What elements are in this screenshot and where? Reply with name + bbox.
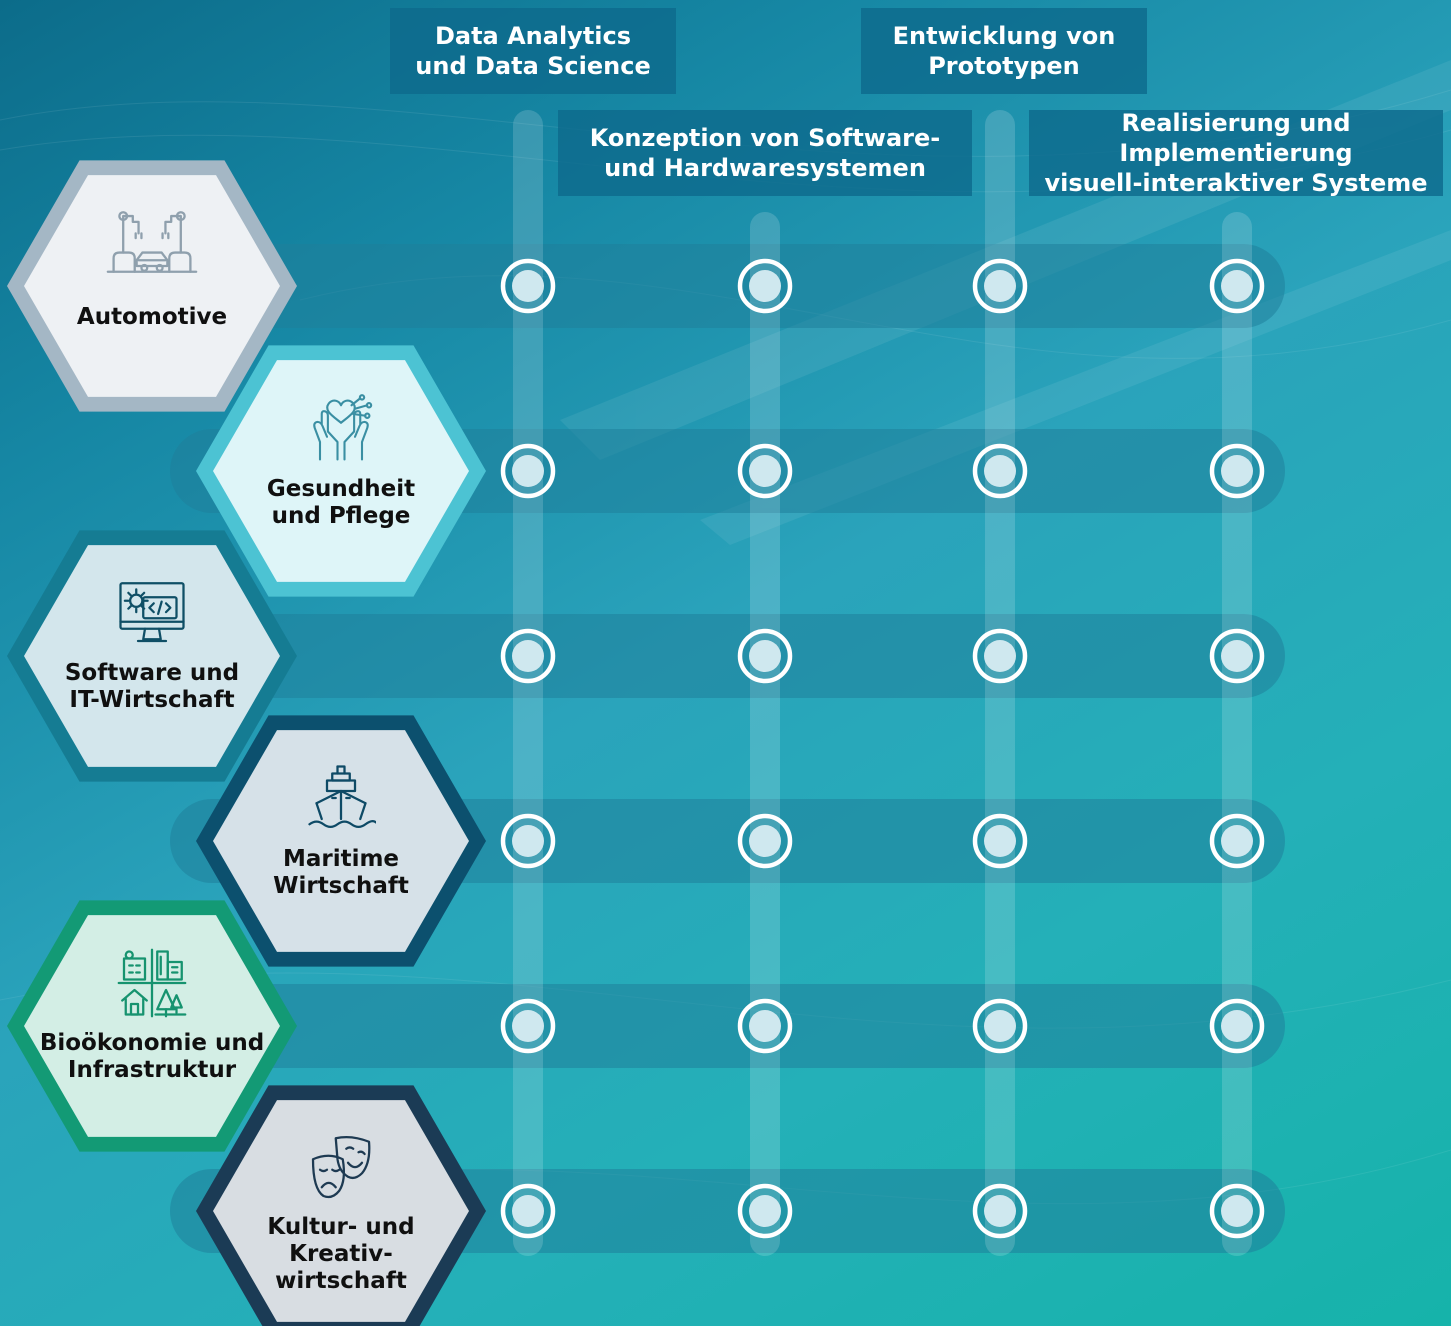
column-header-1: Data Analytics und Data Science — [390, 8, 676, 94]
matrix-node — [1209, 1183, 1265, 1239]
matrix-node — [1209, 443, 1265, 499]
matrix-node — [737, 258, 793, 314]
matrix-node — [500, 628, 556, 684]
industry-hexagon-1 — [7, 160, 297, 412]
matrix-node — [737, 813, 793, 869]
industry-hexagon-5 — [7, 900, 297, 1152]
competence-pillar-4 — [1222, 212, 1252, 1256]
column-header-2: Konzeption von Software- und Hardwaresys… — [558, 110, 972, 196]
industry-label-maritime: Maritime Wirtschaft — [273, 846, 409, 899]
matrix-node — [972, 258, 1028, 314]
industry-hexagon-6 — [196, 1085, 486, 1326]
industry-band-3 — [170, 614, 1285, 698]
industry-band-5 — [170, 984, 1285, 1068]
matrix-node — [500, 813, 556, 869]
matrix-node — [972, 443, 1028, 499]
column-header-box-1 — [390, 8, 676, 94]
column-header-4: Realisierung und Implementierung visuell… — [1029, 109, 1443, 197]
matrix-node — [1209, 628, 1265, 684]
matrix-node — [972, 1183, 1028, 1239]
column-header-label: Realisierung und Implementierung visuell… — [1044, 109, 1428, 197]
column-header-box-3 — [861, 8, 1147, 94]
matrix-node — [1209, 258, 1265, 314]
matrix-node — [500, 443, 556, 499]
industry-label-gesundheit: Gesundheit und Pflege — [266, 476, 416, 529]
industry-hexagon-4 — [196, 715, 486, 967]
column-header-box-4 — [1029, 110, 1443, 196]
matrix-node — [1209, 813, 1265, 869]
column-header-box-2 — [558, 110, 972, 196]
column-header-label: Data Analytics und Data Science — [415, 22, 651, 80]
competence-pillar-2 — [750, 212, 780, 1256]
matrix-node — [500, 258, 556, 314]
industry-label-biooekonomie: Bioökonomie und Infrastruktur — [39, 1030, 265, 1083]
industry-label-automotive: Automotive — [76, 304, 228, 330]
industry-hexagon-3 — [7, 530, 297, 782]
matrix-node — [972, 628, 1028, 684]
matrix-node — [500, 998, 556, 1054]
column-header-3: Entwicklung von Prototypen — [861, 8, 1147, 94]
industry-band-1 — [170, 244, 1285, 328]
matrix-node — [737, 628, 793, 684]
industry-label-kultur: Kultur- und Kreativ- wirtschaft — [267, 1214, 415, 1294]
matrix-node — [972, 998, 1028, 1054]
industry-hexagon-2 — [196, 345, 486, 597]
matrix-node — [500, 1183, 556, 1239]
column-header-label: Konzeption von Software- und Hardwaresys… — [589, 124, 941, 182]
matrix-node — [972, 813, 1028, 869]
matrix-node — [737, 1183, 793, 1239]
matrix-node — [1209, 998, 1265, 1054]
matrix-node — [737, 998, 793, 1054]
matrix-node — [737, 443, 793, 499]
industry-label-software: Software und IT-Wirtschaft — [64, 660, 240, 713]
column-header-label: Entwicklung von Prototypen — [892, 22, 1116, 80]
